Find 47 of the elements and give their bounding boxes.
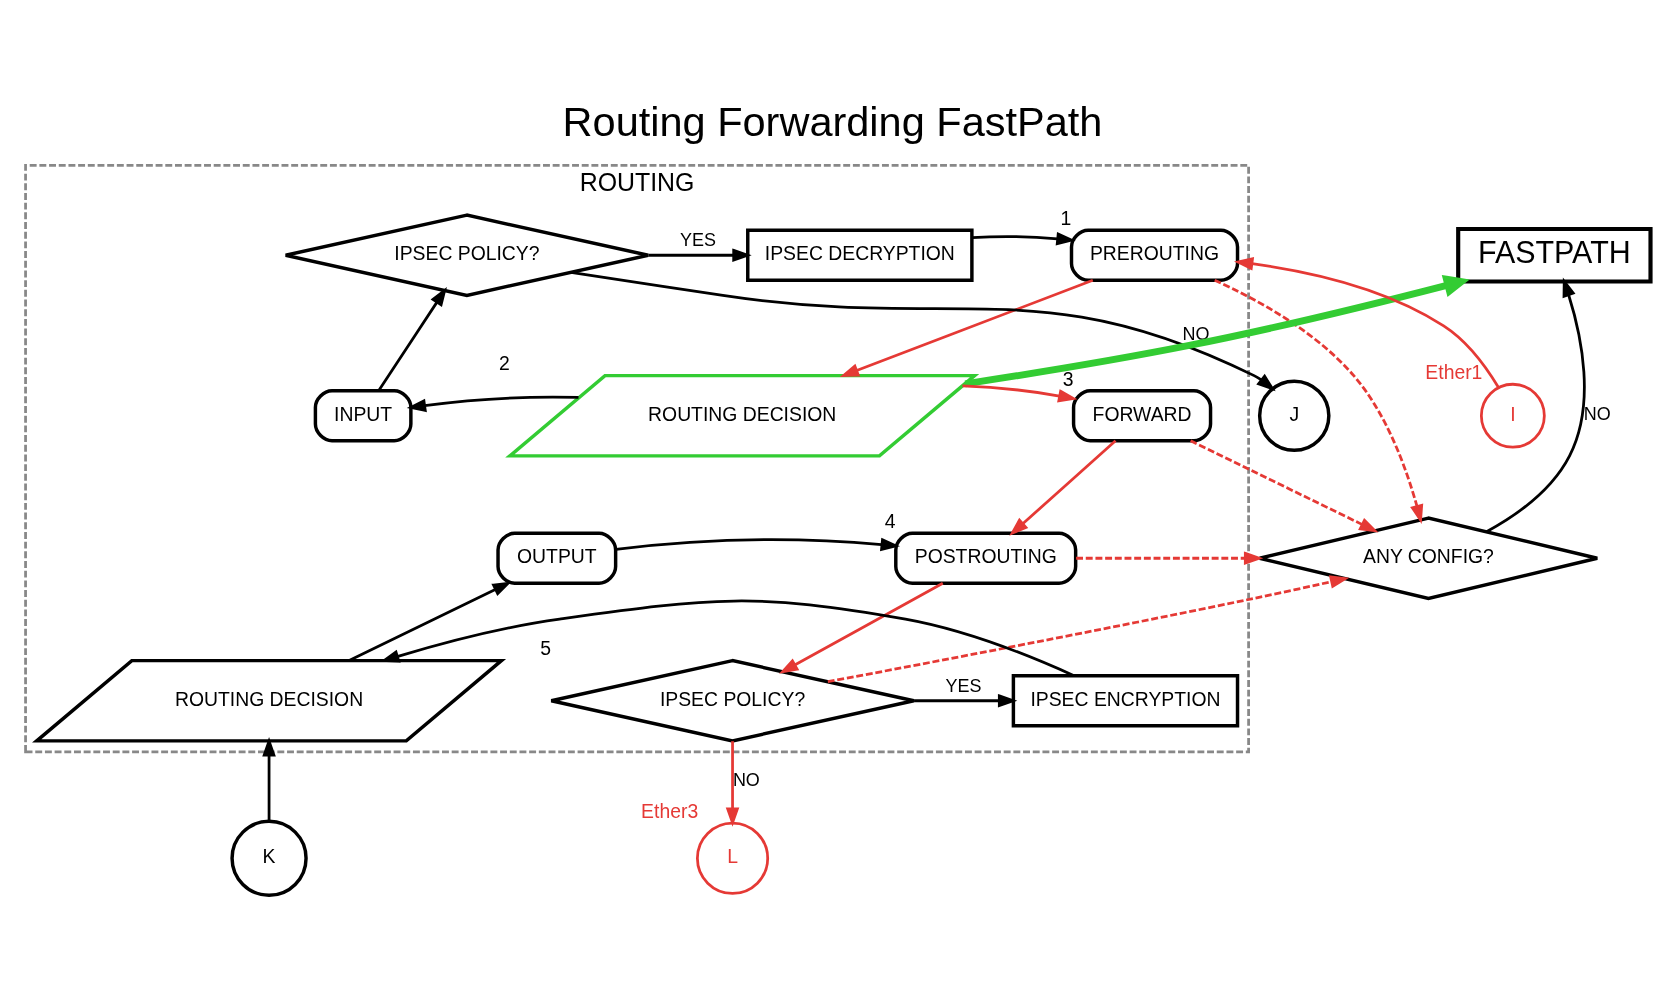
arrow [962,384,1078,402]
arrow [1233,256,1500,388]
arrow [262,736,276,821]
node-box: INPUT [313,388,413,442]
node-diamond: IPSEC POLICY? [283,212,650,297]
arrow [964,274,1470,387]
arrow [348,581,512,662]
node-box: FASTPATH [1456,226,1653,284]
node-box: POSTROUTING [894,531,1078,585]
node-label: Ether3 [641,799,699,822]
node-box: FORWARD [1071,388,1213,442]
edge-label: YES [945,675,982,696]
node-label: 3 [1062,367,1074,390]
node-box: IPSEC ENCRYPTION [1011,673,1240,727]
arrow [1485,277,1586,533]
arrow [914,693,1018,708]
node-label: 2 [498,351,510,374]
edge-label: NO [732,769,760,790]
node-circle: L [696,821,770,895]
edge-label: NO [1583,403,1611,424]
node-label: 4 [884,509,896,532]
arrow [779,581,944,674]
arrow [1076,550,1264,565]
node-box: OUTPUT [496,531,618,585]
arrow [1214,278,1424,524]
arrow [570,270,1276,391]
arrow [615,537,900,551]
node-circle: K [230,819,308,897]
arrow [725,740,740,827]
node-box: PREROUTING [1069,228,1240,282]
node-label: 5 [540,636,552,659]
arrow [406,395,579,412]
node-circle: J [1257,378,1331,452]
node-circle: I [1479,382,1546,449]
arrow [839,278,1094,377]
diagram-title: Routing Forwarding FastPath [562,97,1103,145]
node-label: Ether1 [1425,360,1483,383]
arrow [1190,439,1379,532]
edge-label: NO [1182,323,1210,344]
arrow [972,231,1076,245]
arrow [648,247,752,262]
node-label: 1 [1060,206,1072,229]
node-box: IPSEC DECRYPTION [746,228,974,282]
arrow [1009,439,1117,536]
edge-label: YES [679,229,716,250]
arrow [377,286,447,392]
arrow [827,574,1350,683]
